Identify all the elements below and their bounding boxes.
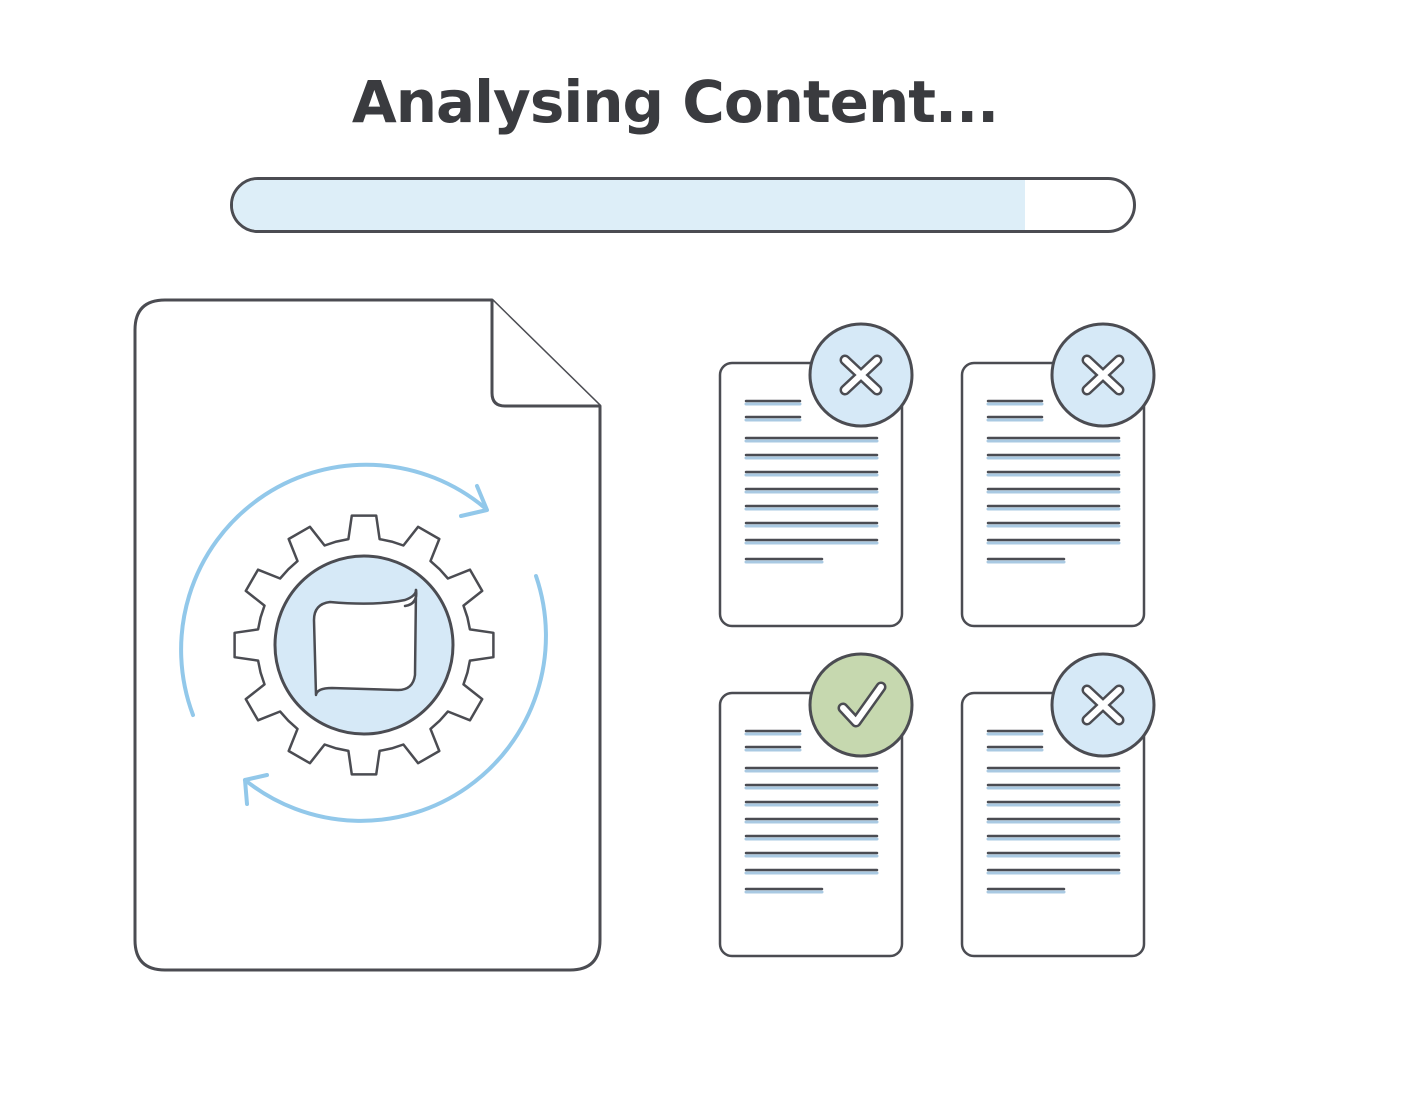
x-icon (839, 354, 883, 396)
x-badge (808, 322, 914, 428)
checkmark-icon (837, 681, 887, 728)
scroll-icon (312, 588, 418, 697)
result-document-2 (960, 322, 1156, 628)
x-badge (1050, 322, 1156, 428)
x-icon (1081, 684, 1125, 726)
x-badge (1050, 652, 1156, 758)
progress-bar (230, 177, 1136, 233)
page-title: Analysing Content... (351, 68, 999, 136)
result-document-4 (960, 652, 1156, 958)
check-badge (808, 652, 914, 758)
refresh-arrows-icon (179, 462, 548, 823)
result-document-3 (718, 652, 914, 958)
x-icon (1081, 354, 1125, 396)
progress-bar-fill (233, 180, 1025, 230)
result-document-1 (718, 322, 914, 628)
